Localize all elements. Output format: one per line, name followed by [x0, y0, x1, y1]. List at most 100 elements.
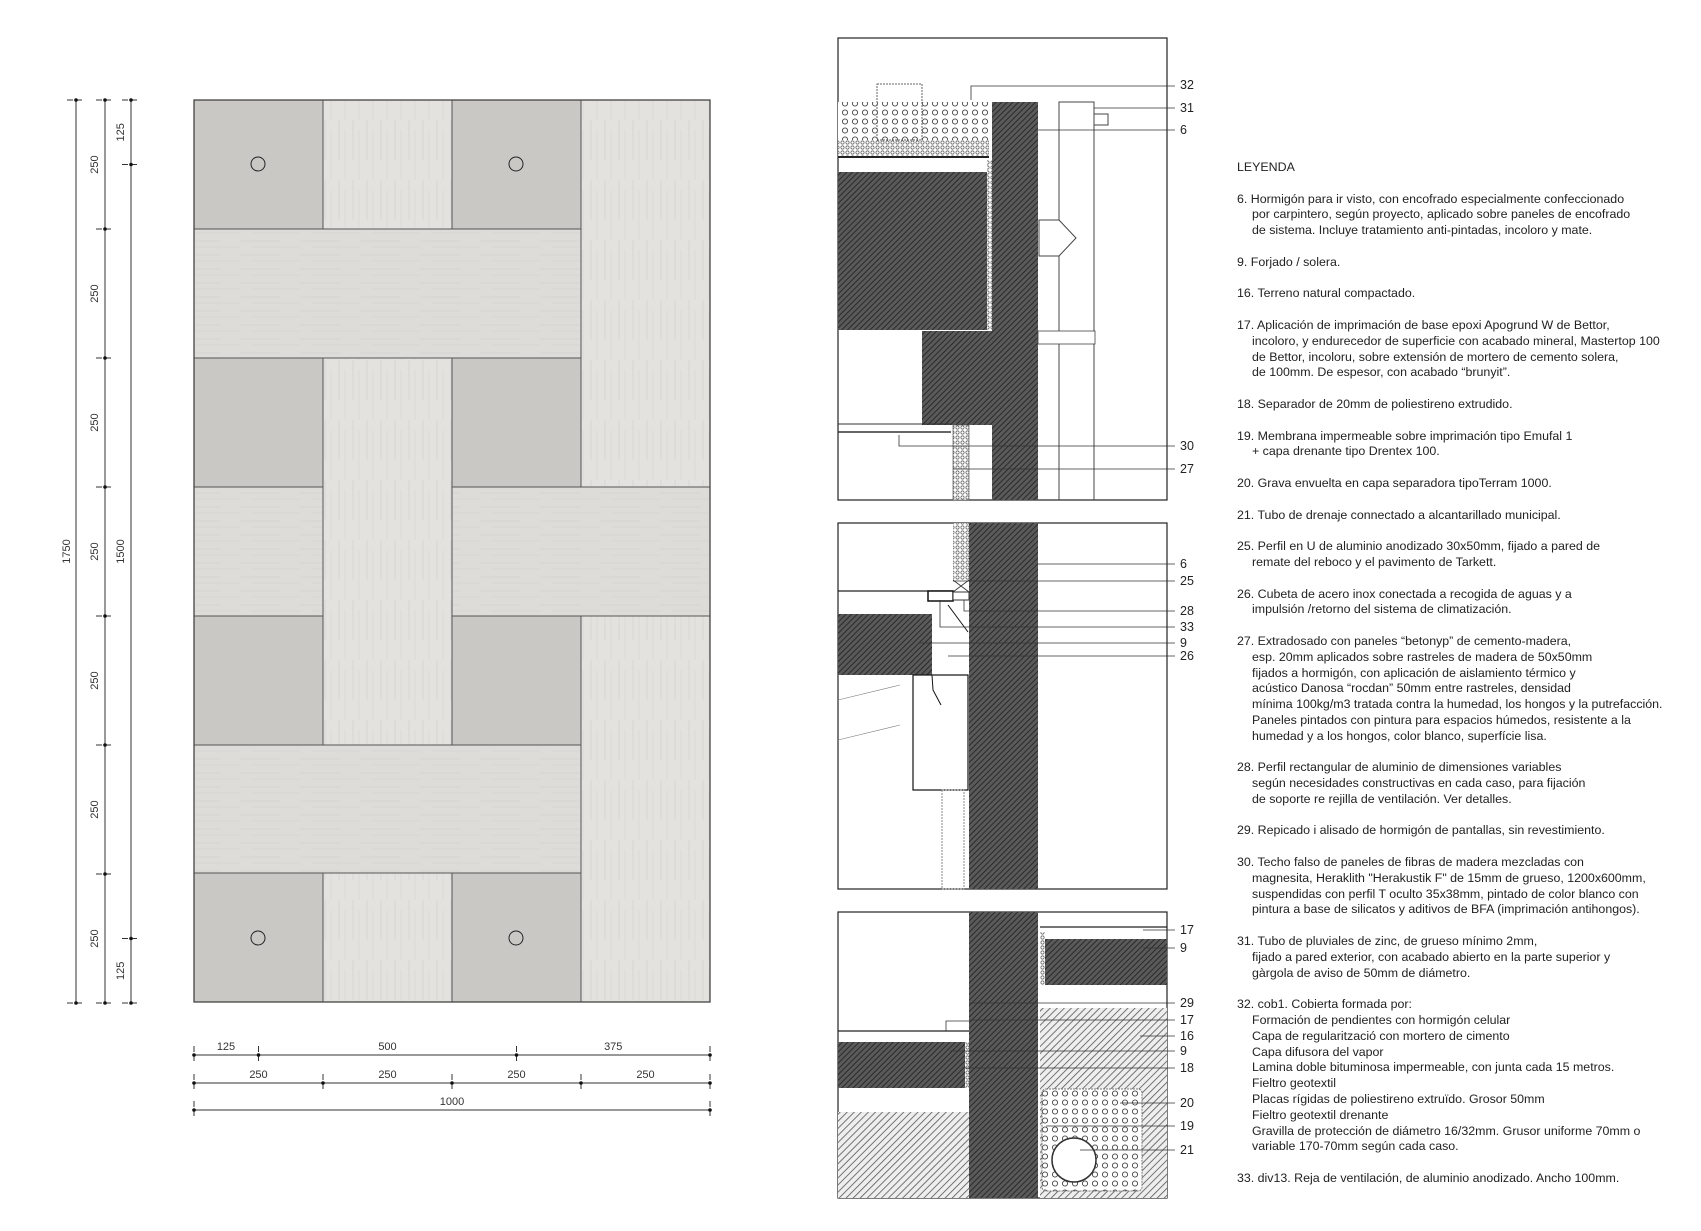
- legend-entry-line: incoloro, y endurecedor de superficie co…: [1252, 333, 1660, 348]
- dimension-label: 1000: [440, 1096, 464, 1108]
- legend-entry-line: 19. Membrana impermeable sobre imprimaci…: [1237, 428, 1573, 443]
- dimension-label: 375: [604, 1041, 622, 1053]
- drain-pipe: [1051, 1137, 1097, 1183]
- dimension-dot: [708, 1081, 712, 1085]
- legend-entry-line: 6. Hormigón para ir visto, con encofrado…: [1237, 191, 1625, 206]
- legend-entry-line: 33. div13. Reja de ventilación, de alumi…: [1237, 1171, 1620, 1185]
- tile-gray: [193, 872, 324, 1003]
- gargoyle: [1038, 219, 1077, 257]
- legend-entry: 18. Separador de 20mm de poliestireno ex…: [1237, 397, 1697, 413]
- legend-entry-line: Fieltro geotextil: [1252, 1076, 1337, 1091]
- wood-plank-vertical: [580, 99, 711, 488]
- legend-entry-line: 26. Cubeta de acero inox conectada a rec…: [1237, 586, 1572, 601]
- callout-27: 27: [1180, 462, 1194, 476]
- roof-gravel-layer: [838, 102, 989, 142]
- callout-6: 6: [1180, 557, 1187, 571]
- legend-entry: 25. Perfil en U de aluminio anodizado 30…: [1237, 539, 1697, 571]
- dimension-dot: [74, 1001, 78, 1005]
- concrete-wall: [969, 912, 1038, 1198]
- legend-entry: 17. Aplicación de imprimación de base ep…: [1237, 318, 1697, 381]
- legend: LEYENDA 6. Hormigón para ir visto, con e…: [1237, 160, 1697, 1203]
- tile-gray: [451, 357, 582, 488]
- dimension-label: 250: [249, 1069, 267, 1081]
- tile-gray: [451, 99, 582, 230]
- legend-entry-line: humedad y a los hongos, color blanco, su…: [1252, 728, 1547, 743]
- dimension-dot: [514, 1053, 519, 1057]
- tile-gray: [193, 357, 324, 488]
- dimension-dot: [103, 872, 107, 876]
- legend-entry-line: fijados a hormigón, con aplicación de ai…: [1252, 665, 1576, 680]
- tile-gray: [193, 615, 324, 746]
- callout-18: 18: [1180, 1061, 1194, 1075]
- dimension-dot: [103, 227, 107, 231]
- dimension-dot: [74, 98, 78, 102]
- legend-entry-line: mínima 100kg/m3 tratada contra la humeda…: [1252, 697, 1663, 712]
- steel-tray: [912, 674, 969, 791]
- wall-lining-insulation: [953, 523, 969, 580]
- legend-entry: 21. Tubo de drenaje connectado a alcanta…: [1237, 508, 1697, 524]
- callout-9: 9: [1180, 1044, 1187, 1058]
- parapet-box: [876, 83, 923, 141]
- legend-entry-line: 17. Aplicación de imprimación de base ep…: [1237, 317, 1610, 332]
- slab-hatched: [838, 1042, 965, 1088]
- drain-circle: [250, 930, 266, 946]
- insulation-strip: [987, 160, 992, 330]
- callout-21: 21: [1180, 1143, 1194, 1157]
- legend-entry-line: 27. Extradosado con paneles “betonyp” de…: [1237, 633, 1572, 648]
- legend-entry: 28. Perfil rectangular de aluminio de di…: [1237, 760, 1697, 807]
- concrete-wall: [969, 523, 1038, 889]
- slab-hatched: [838, 172, 987, 330]
- dimension-dot: [103, 356, 107, 360]
- dimension-dot: [103, 1001, 107, 1005]
- tile-gray: [451, 615, 582, 746]
- dimension-dot: [103, 614, 107, 618]
- drain-circle: [508, 156, 524, 172]
- legend-entry-line: fijado a pared exterior, con acabado abi…: [1252, 949, 1611, 964]
- dimension-label: 500: [378, 1041, 396, 1053]
- dimension-label: 250: [507, 1069, 525, 1081]
- legend-entry-line: impulsión /retorno del sistema de climat…: [1252, 602, 1512, 617]
- ventilation-grille: [927, 590, 954, 602]
- dimension-dot: [708, 1053, 712, 1057]
- dimension-dot: [103, 485, 107, 489]
- dimension-dot: [192, 1053, 196, 1057]
- legend-entry-line: de sistema. Incluye tratamiento anti-pin…: [1252, 223, 1593, 238]
- dimension-dot: [192, 1081, 196, 1085]
- dimension-dot: [708, 1108, 712, 1112]
- callout-9: 9: [1180, 941, 1187, 955]
- legend-title: LEYENDA: [1237, 160, 1295, 174]
- floor-plan: [193, 99, 711, 1003]
- dimension-label: 1750: [61, 539, 73, 563]
- slab-hatched: [1045, 939, 1167, 985]
- dimension-dot: [129, 1001, 133, 1005]
- dimension-label: 250: [89, 929, 101, 947]
- dimension-label: 125: [217, 1041, 235, 1053]
- legend-entry-line: según necesidades constructivas en cada …: [1252, 776, 1586, 791]
- tile-gray: [451, 872, 582, 1003]
- legend-entry-line: Capa de regularització con mortero de ci…: [1252, 1028, 1510, 1043]
- wood-plank-horizontal: [451, 486, 711, 617]
- callout-30: 30: [1180, 439, 1194, 453]
- slab-hatched: [838, 614, 932, 675]
- tile-gray: [193, 99, 324, 230]
- drain-circle: [508, 930, 524, 946]
- legend-entry-line: Formación de pendientes con hormigón cel…: [1252, 1013, 1511, 1028]
- legend-entry-line: 25. Perfil en U de aluminio anodizado 30…: [1237, 539, 1600, 554]
- dimension-label: 125: [115, 962, 127, 980]
- dimension-label: 125: [115, 123, 127, 141]
- callout-16: 16: [1180, 1029, 1194, 1043]
- wood-plank-horizontal: [193, 228, 582, 359]
- dimension-label: 250: [378, 1069, 396, 1081]
- callout-17: 17: [1180, 1013, 1194, 1027]
- legend-entry-line: 21. Tubo de drenaje connectado a alcanta…: [1237, 507, 1561, 522]
- legend-entry-line: 30. Techo falso de paneles de fibras de …: [1237, 855, 1584, 870]
- legend-entry: 32. cob1. Cobierta formada por:Formación…: [1237, 997, 1697, 1155]
- dimension-dot: [103, 98, 107, 102]
- legend-entry-line: + capa drenante tipo Drentex 100.: [1252, 444, 1440, 459]
- legend-entry-line: 9. Forjado / solera.: [1237, 254, 1341, 269]
- legend-entries: 6. Hormigón para ir visto, con encofrado…: [1237, 192, 1697, 1187]
- legend-entry-line: magnesita, Heraklith "Herakustik F" de 1…: [1252, 870, 1646, 885]
- dimension-dot: [192, 1108, 196, 1112]
- legend-entry-line: acústico Danosa “rocdan” 50mm entre rast…: [1252, 681, 1571, 696]
